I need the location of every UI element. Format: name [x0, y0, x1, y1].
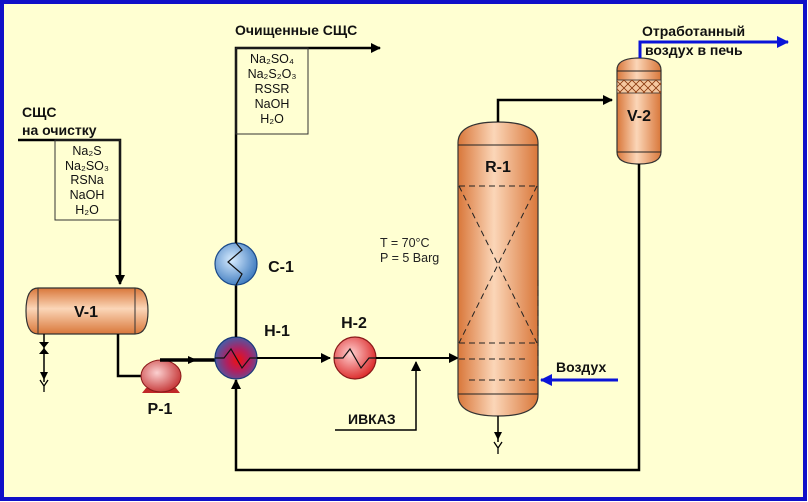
product-label: Очищенные СЩС	[235, 22, 357, 38]
v1-tag: V-1	[74, 304, 98, 321]
feed-component: Na₂SO₃	[65, 159, 109, 173]
separator-v2[interactable]: V-2	[616, 57, 662, 165]
r1-drain	[493, 416, 503, 454]
heater-h2[interactable]: H-2	[333, 315, 377, 380]
pump-p1[interactable]: P-1	[140, 359, 182, 418]
spent-air-label-line1: Отработанный	[642, 23, 745, 39]
h2-tag: H-2	[341, 315, 367, 332]
feed-component: NaOH	[70, 188, 105, 202]
feed-label-line2: на очистку	[22, 122, 97, 138]
product-component: Na₂SO₄	[250, 52, 294, 66]
product-stream: Очищенные СЩС Na₂SO₄ Na₂S₂O₃ RSSR NaOH H…	[235, 22, 357, 135]
feed-label-line1: СЩС	[22, 104, 57, 120]
product-component: Na₂S₂O₃	[248, 67, 297, 81]
c1-tag: C-1	[268, 259, 294, 276]
spent-air-stream: Отработанный воздух в печь	[638, 23, 789, 58]
cooler-icon	[214, 242, 258, 286]
air-stream: Воздух	[540, 359, 618, 386]
v1-drain	[39, 334, 49, 392]
valve-icon[interactable]	[39, 342, 49, 354]
reactor-r1[interactable]: R-1	[457, 121, 539, 417]
drain-icon	[493, 441, 503, 454]
product-component: H₂O	[260, 112, 284, 126]
reactor-column-icon	[457, 121, 539, 417]
pump-icon	[140, 359, 182, 393]
catalyst-stream: ИВКАЗ	[335, 361, 421, 431]
feed-stream: СЩС на очистку Na₂S Na₂SO₃ RSNa NaOH H₂O	[18, 104, 125, 285]
vessel-v1[interactable]: V-1	[25, 287, 149, 335]
feed-component: Na₂S	[72, 144, 101, 158]
product-component: NaOH	[255, 97, 290, 111]
demister-mesh	[617, 80, 661, 93]
p1-tag: P-1	[148, 401, 173, 418]
catalyst-label: ИВКАЗ	[348, 411, 396, 427]
feed-component: H₂O	[75, 203, 99, 217]
h1-tag: H-1	[264, 323, 290, 340]
cooler-c1[interactable]: C-1	[214, 242, 294, 286]
pressure-condition: P = 5 Barg	[380, 251, 439, 265]
feed-composition-box	[54, 139, 121, 221]
product-component: RSSR	[255, 82, 290, 96]
v2-tag: V-2	[627, 108, 651, 125]
temperature-condition: T = 70°C	[380, 236, 430, 250]
product-composition-box	[235, 47, 309, 135]
spent-air-label-line2: воздух в печь	[645, 42, 743, 58]
r1-tag: R-1	[485, 159, 511, 176]
drain-icon	[39, 379, 49, 392]
air-label: Воздух	[556, 359, 606, 375]
feed-component: RSNa	[70, 173, 103, 187]
